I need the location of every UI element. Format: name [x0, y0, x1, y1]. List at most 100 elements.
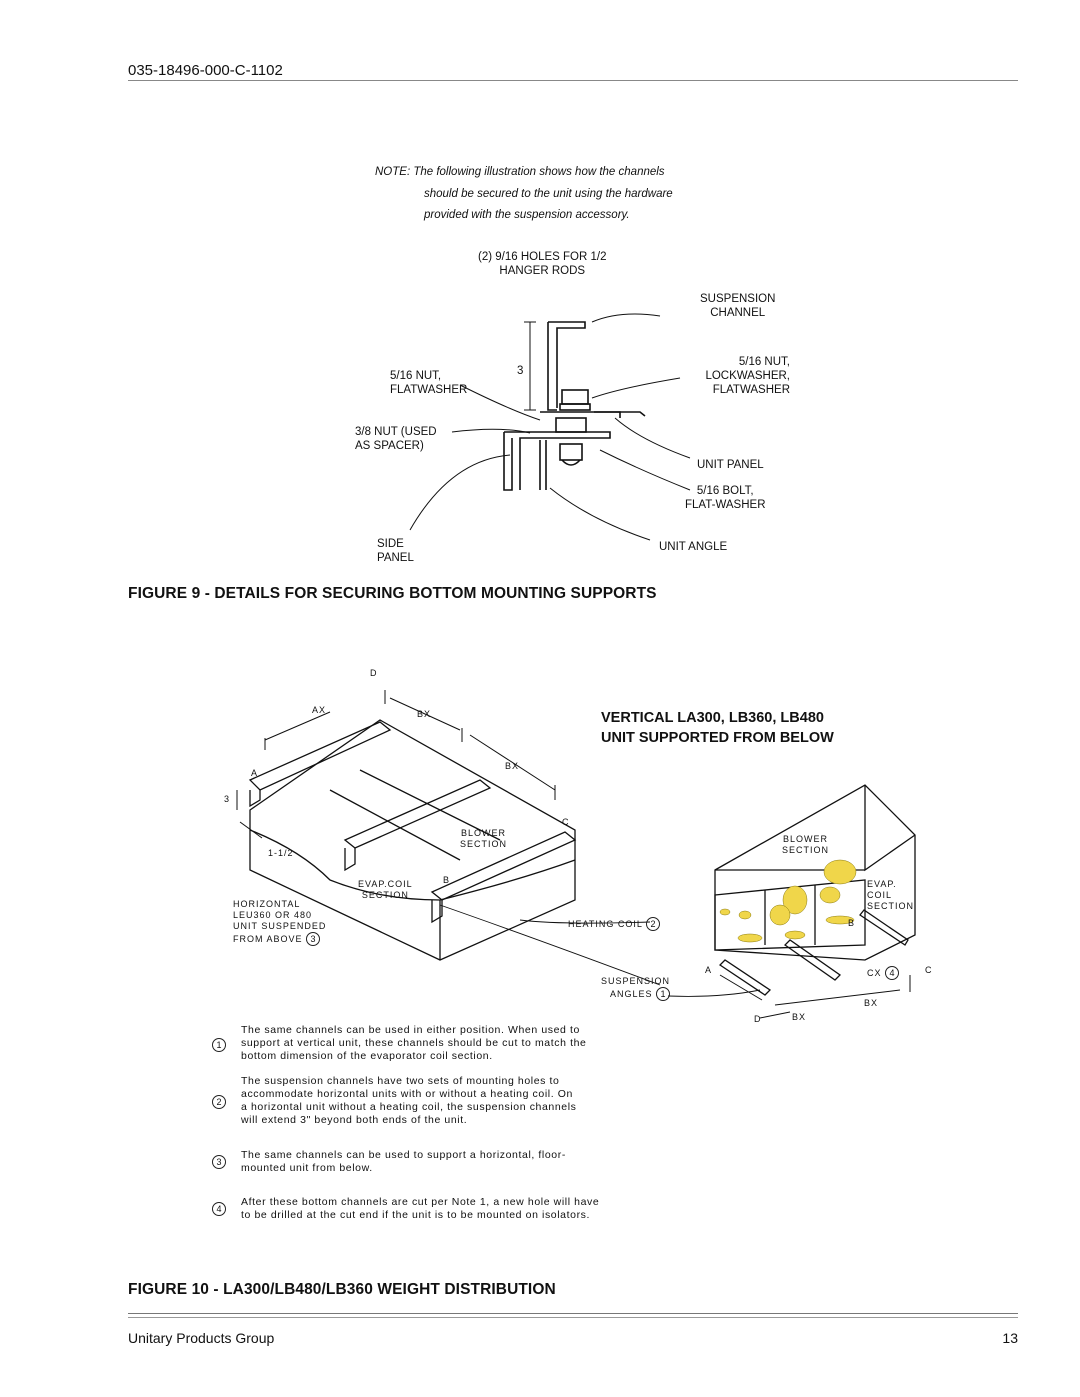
- note-line-3: provided with the suspension accessory.: [424, 209, 630, 221]
- label-side-panel: SIDE PANEL: [377, 537, 414, 565]
- vertical-unit-title: VERTICAL LA300, LB360, LB480 UNIT SUPPOR…: [601, 708, 834, 748]
- label-bolt-line1: 5/16 BOLT,: [696, 485, 754, 497]
- f10r-susp-note-number: 1: [656, 987, 670, 1001]
- f10-label-A: A: [251, 768, 259, 778]
- f10-label-blower: BLOWER SECTION: [460, 828, 507, 850]
- f10r-susp-line2-text: ANGLES: [609, 989, 653, 999]
- figure9-drawing: [409, 313, 691, 541]
- f10r-evap-line1: EVAP.: [867, 879, 897, 889]
- f10r-susp-line1: SUSPENSION: [600, 976, 670, 986]
- label-suspension-channel: SUSPENSION CHANNEL: [700, 292, 775, 320]
- f10r-label-evap: EVAP. COIL SECTION: [867, 879, 914, 912]
- f10-horiz-note-number: 3: [306, 932, 321, 946]
- f10r-CX-text: CX: [867, 968, 882, 978]
- note-line-2: should be secured to the unit using the …: [424, 187, 673, 200]
- f10-blower-line2: SECTION: [460, 839, 508, 849]
- label-nut-right-line2: LOCKWASHER,: [705, 370, 790, 382]
- f10r-label-CX: CX 4: [867, 966, 900, 980]
- f10r-heating-note-number: 2: [646, 917, 661, 931]
- f10-label-B: B: [443, 875, 451, 885]
- label-hanger-holes-line1: (2) 9/16 HOLES FOR 1/2: [478, 251, 607, 263]
- f10r-heating-text: HEATING COIL: [568, 919, 643, 929]
- footer-rule-1: [128, 1313, 1018, 1314]
- f10r-label-D: D: [754, 1014, 762, 1024]
- label-dimension-3: 3: [517, 365, 524, 377]
- f10-label-BX-2: BX: [505, 761, 520, 771]
- label-spacer-line1: 3/8 NUT (USED: [355, 426, 437, 438]
- f10-horiz-line2: LEU360 OR 480: [233, 910, 313, 920]
- illustration-note: NOTE: The following illustration shows h…: [375, 162, 673, 227]
- label-nut-right-line3: FLATWASHER: [712, 384, 790, 396]
- note-2-line-1: The suspension channels have two sets of…: [241, 1075, 560, 1087]
- f10-label-evap: EVAP.COIL SECTION: [358, 879, 413, 901]
- label-bolt: 5/16 BOLT, FLAT-WASHER: [685, 484, 766, 512]
- f10-evap-line1: EVAP.COIL: [358, 879, 413, 889]
- f10-label-C: C: [562, 817, 570, 827]
- f10-horiz-line1: HORIZONTAL: [233, 899, 301, 909]
- f10-blower-line1: BLOWER: [461, 828, 507, 838]
- label-suspension-line2: CHANNEL: [710, 307, 766, 319]
- note-1-line-3: bottom dimension of the evaporator coil …: [241, 1050, 493, 1062]
- f10-label-half: 1-1/2: [268, 848, 294, 858]
- label-unit-angle: UNIT ANGLE: [659, 541, 728, 553]
- figure10-note-4: 4 After these bottom channels are cut pe…: [212, 1196, 599, 1222]
- f10r-label-B: B: [848, 918, 856, 928]
- label-side-line2: PANEL: [377, 552, 414, 564]
- note-1-line-1: The same channels can be used in either …: [241, 1024, 580, 1036]
- f10r-blower-line2: SECTION: [782, 845, 830, 855]
- f10r-label-suspension: SUSPENSION ANGLES 1: [560, 976, 670, 1001]
- label-hanger-holes-line2: HANGER RODS: [499, 265, 586, 277]
- note-3-text: The same channels can be used to support…: [241, 1149, 566, 1175]
- f10-label-D: D: [370, 668, 378, 678]
- vertical-title-line1: VERTICAL LA300, LB360, LB480: [601, 710, 824, 726]
- note-4-line-2: to be drilled at the cut end if the unit…: [241, 1209, 591, 1221]
- note-2-number: 2: [212, 1095, 226, 1109]
- note-1-text: The same channels can be used in either …: [241, 1024, 586, 1063]
- note-4-number: 4: [212, 1202, 226, 1216]
- label-hanger-holes: (2) 9/16 HOLES FOR 1/2 HANGER RODS: [478, 250, 606, 278]
- label-side-line1: SIDE: [377, 538, 404, 550]
- f10-label-BX: BX: [417, 709, 432, 719]
- figure10-note-3: 3 The same channels can be used to suppo…: [212, 1149, 566, 1175]
- f10r-evap-line3: SECTION: [867, 901, 915, 911]
- f10r-susp-line2: ANGLES 1: [560, 987, 670, 1001]
- label-nut-left-line2: FLATWASHER: [390, 384, 468, 396]
- f10-horiz-line4-text: FROM ABOVE: [233, 934, 303, 944]
- f10r-label-BX: BX: [864, 998, 879, 1008]
- label-unit-panel: UNIT PANEL: [697, 459, 764, 471]
- f10-evap-line2: SECTION: [361, 890, 409, 900]
- f10r-blower-line1: BLOWER: [783, 834, 829, 844]
- note-1-number: 1: [212, 1038, 226, 1052]
- f10r-CX-note-number: 4: [885, 966, 900, 980]
- label-nut-left-line1: 5/16 NUT,: [390, 370, 442, 382]
- figure10-note-1: 1 The same channels can be used in eithe…: [212, 1024, 586, 1063]
- vertical-title-line2: UNIT SUPPORTED FROM BELOW: [601, 730, 834, 746]
- label-nut-right: 5/16 NUT, LOCKWASHER, FLATWASHER: [690, 355, 790, 397]
- f10-label-3: 3: [224, 794, 231, 804]
- f10-label-horizontal: HORIZONTAL LEU360 OR 480 UNIT SUSPENDED …: [233, 899, 326, 946]
- note-4-text: After these bottom channels are cut per …: [241, 1196, 599, 1222]
- footer-rule-2: [128, 1317, 1018, 1318]
- label-suspension-line1: SUSPENSION: [700, 293, 776, 305]
- label-spacer-line2: AS SPACER): [355, 440, 424, 452]
- f10r-label-C: C: [925, 965, 933, 975]
- label-bolt-line2: FLAT-WASHER: [685, 499, 766, 511]
- note-2-line-2: accommodate horizontal units with or wit…: [241, 1088, 573, 1100]
- note-2-line-3: a horizontal unit without a heating coil…: [241, 1101, 577, 1113]
- f10r-label-blower: BLOWER SECTION: [782, 834, 829, 856]
- f10r-label-BX-2: BX: [792, 1012, 807, 1022]
- f10-horiz-line3: UNIT SUSPENDED: [233, 921, 327, 931]
- note-line-1: NOTE: The following illustration shows h…: [375, 166, 665, 178]
- document-number: 035-18496-000-C-1102: [128, 62, 283, 79]
- label-nut-right-line1: 5/16 NUT,: [738, 356, 790, 368]
- note-4-line-1: After these bottom channels are cut per …: [241, 1196, 600, 1208]
- note-3-number: 3: [212, 1155, 226, 1169]
- figure10-note-2: 2 The suspension channels have two sets …: [212, 1075, 577, 1127]
- note-2-line-4: will extend 3" beyond both ends of the u…: [241, 1114, 468, 1126]
- f10-label-AX: AX: [312, 705, 327, 715]
- note-3-line-1: The same channels can be used to support…: [241, 1149, 566, 1161]
- figure10-caption: FIGURE 10 - LA300/LB480/LB360 WEIGHT DIS…: [128, 1281, 556, 1298]
- footer-company: Unitary Products Group: [128, 1330, 275, 1346]
- f10r-label-heating: HEATING COIL 2: [568, 917, 661, 931]
